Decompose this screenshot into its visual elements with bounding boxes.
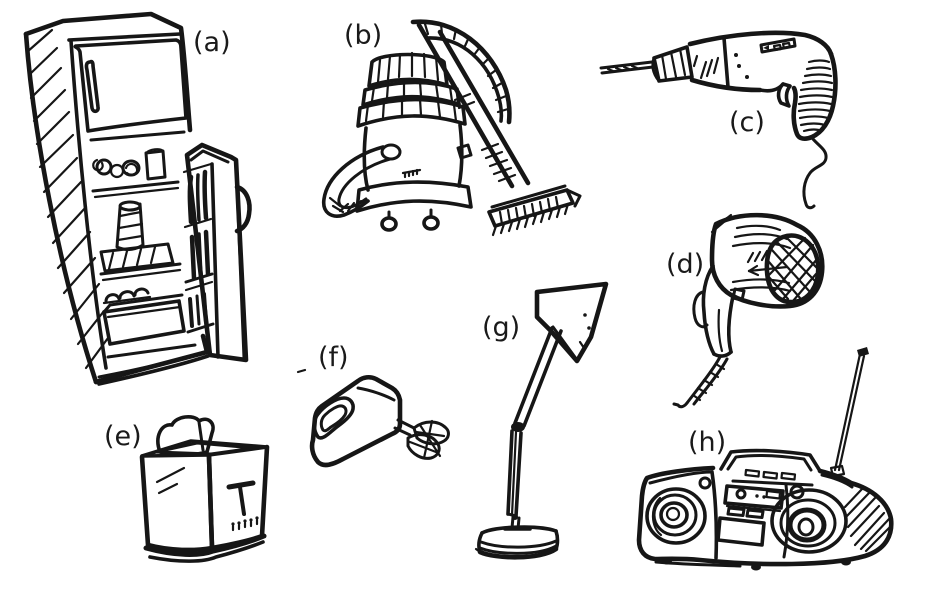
label-g: (g) <box>482 312 521 343</box>
desk-lamp-icon <box>474 281 609 560</box>
vacuum-body <box>355 51 473 232</box>
refrigerator-body <box>23 11 210 385</box>
label-h: (h) <box>688 427 727 458</box>
freezer-door <box>73 38 188 133</box>
right-end-hatching <box>843 487 892 553</box>
label-f: (f) <box>318 342 349 373</box>
right-speaker <box>770 483 848 559</box>
dryer-cord <box>672 355 729 409</box>
mixer-body <box>309 374 403 468</box>
hair-dryer-icon <box>672 212 825 409</box>
cassette-deck <box>716 468 814 547</box>
dryer-barrel <box>709 212 825 309</box>
toaster-icon <box>139 415 270 563</box>
label-e: (e) <box>104 421 142 452</box>
drill-handle <box>758 51 838 141</box>
vacuum-cleaner-icon <box>321 19 582 237</box>
toaster-body <box>139 439 270 553</box>
radio-feet <box>662 557 851 571</box>
vacuum-handle-arc <box>410 19 512 125</box>
refrigerator-side-hatching <box>25 28 110 370</box>
radio-antenna <box>829 347 869 478</box>
lamp-shade <box>534 281 609 364</box>
refrigerator-open-door <box>182 142 252 363</box>
label-d: (d) <box>666 249 705 280</box>
toaster-lever <box>226 480 259 532</box>
vacuum-hose <box>321 143 402 218</box>
label-a: (a) <box>193 27 231 58</box>
stray-dash <box>296 368 307 374</box>
radio-cassette-player-icon <box>636 347 894 571</box>
refrigerator-icon <box>23 11 252 386</box>
drill-bit-and-chuck <box>599 45 694 83</box>
label-c: (c) <box>729 107 765 138</box>
drill-body <box>687 30 834 93</box>
toaster-base <box>143 533 267 563</box>
power-drill-icon <box>599 30 838 210</box>
hand-mixer-icon <box>296 368 450 468</box>
lamp-base <box>474 525 560 560</box>
lamp-arm <box>506 326 563 531</box>
label-b: (b) <box>344 20 383 51</box>
dryer-handle <box>692 264 746 358</box>
vacuum-wand-and-brush <box>416 22 582 237</box>
drill-cord <box>802 137 828 210</box>
mixer-beaters <box>393 418 450 460</box>
left-speaker <box>645 470 719 560</box>
radio-handle <box>719 448 822 473</box>
refrigerator-interior <box>89 130 210 386</box>
